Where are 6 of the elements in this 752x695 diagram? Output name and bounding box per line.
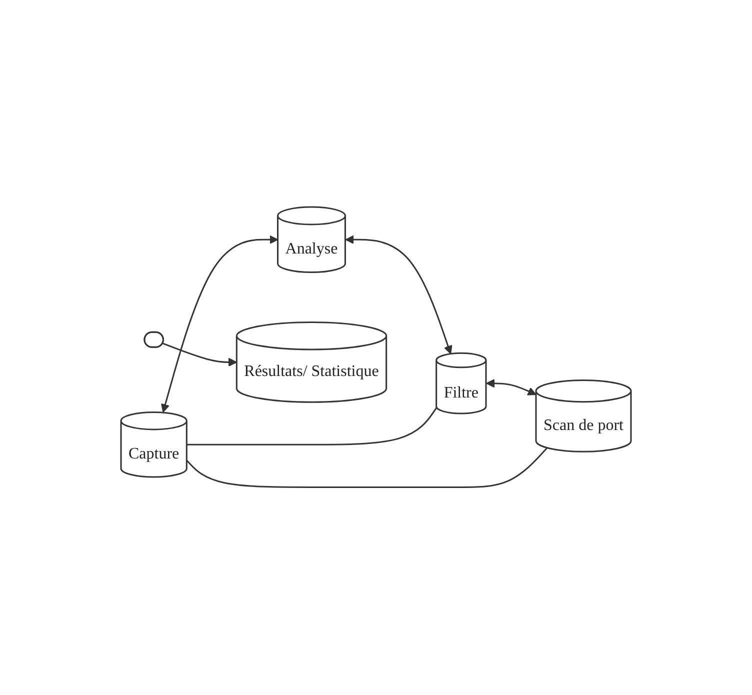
arrow [161,236,278,413]
arrow [345,236,452,355]
arrow [162,343,238,367]
arrow [486,379,536,396]
connector [186,408,438,446]
connector [186,448,548,488]
